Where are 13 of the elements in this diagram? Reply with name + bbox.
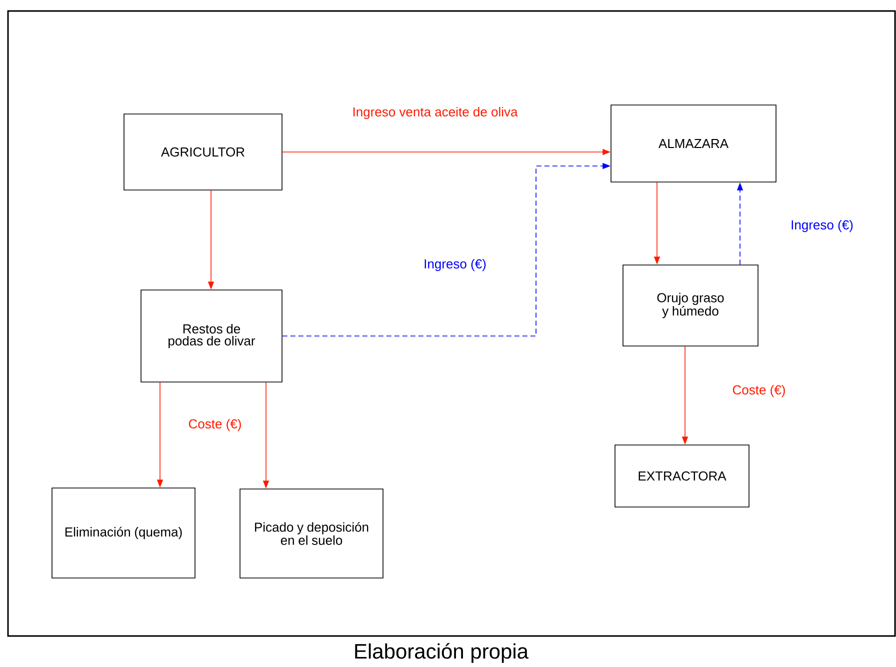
process-box: EXTRACTORA bbox=[614, 444, 750, 508]
process-box: Restos de podas de olivar bbox=[140, 290, 282, 382]
edge-label: Coste (€) bbox=[731, 384, 787, 398]
process-box: AGRICULTOR bbox=[124, 114, 282, 190]
edge-label: Coste (€) bbox=[187, 418, 243, 432]
caption: Elaboración propia bbox=[355, 643, 528, 663]
process-box: ALMAZARA bbox=[610, 104, 776, 182]
process-box: Orujo graso y húmedo bbox=[622, 264, 758, 346]
edge-label: Ingreso venta aceite de oliva bbox=[351, 106, 519, 120]
edge-label: Ingreso (€) bbox=[422, 258, 488, 272]
process-box: Picado y deposición en el suelo bbox=[240, 488, 384, 578]
process-box: Eliminación (quema) bbox=[52, 488, 196, 578]
edge-label: Ingreso (€) bbox=[790, 218, 854, 234]
